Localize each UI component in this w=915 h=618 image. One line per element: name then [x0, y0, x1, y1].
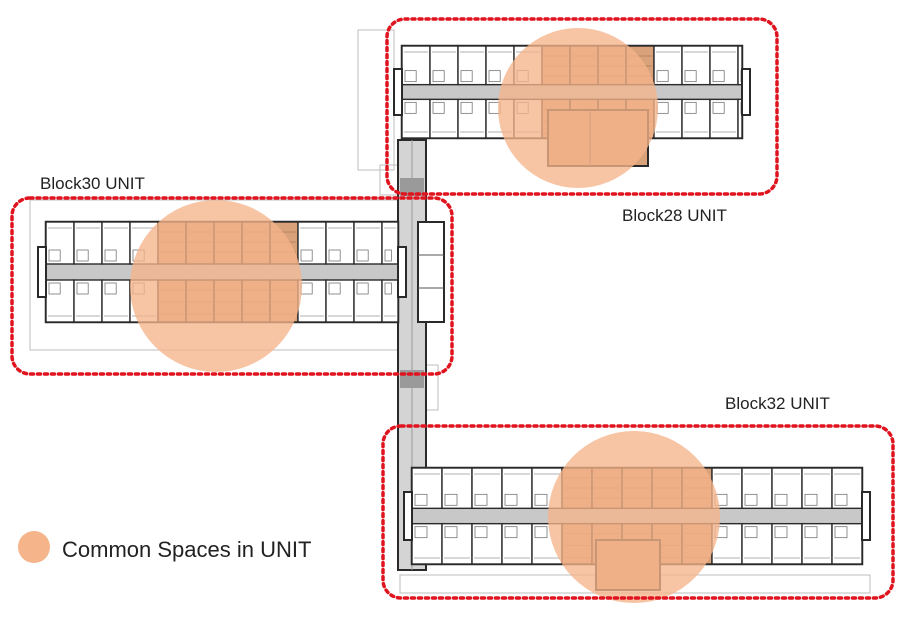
common-spaces [130, 28, 720, 603]
unit-outlines [10, 17, 895, 600]
unit-outline-block28 [385, 17, 779, 196]
unit-outline-block32 [381, 424, 895, 600]
legend-swatch [18, 531, 50, 563]
block30-label: Block30 UNIT [40, 174, 145, 193]
legend-label: Common Spaces in UNIT [62, 537, 312, 562]
common-space-block30 [130, 200, 302, 372]
block28-label: Block28 UNIT [622, 206, 727, 225]
block32-label: Block32 UNIT [725, 394, 830, 413]
unit-outline-block30 [10, 196, 454, 376]
common-space-block28 [498, 28, 658, 188]
common-space-block32 [548, 431, 720, 603]
block30-stair-core [417, 221, 445, 323]
